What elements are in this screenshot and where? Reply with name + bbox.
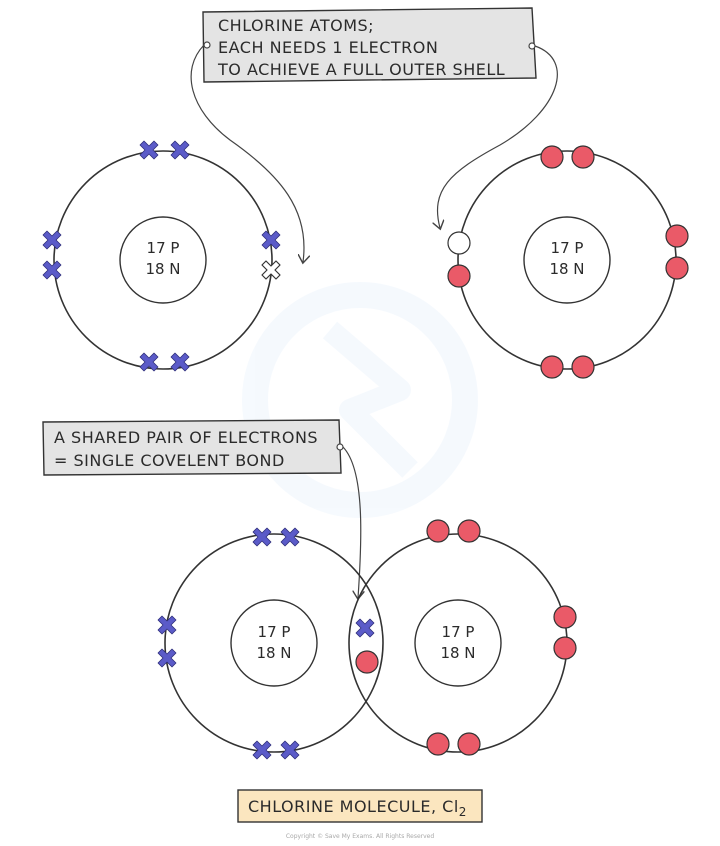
nucleus bbox=[119, 216, 207, 304]
callout-chlorine-atoms: CHLORINE ATOMS; EACH NEEDS 1 ELECTRON TO… bbox=[202, 7, 537, 83]
electron-dot bbox=[426, 732, 450, 756]
electron-cross bbox=[252, 740, 272, 760]
outer-shell bbox=[53, 150, 273, 370]
copyright-text: Copyright © Save My Exams. All Rights Re… bbox=[286, 833, 435, 840]
nucleus-neutrons: 18 N bbox=[145, 260, 180, 278]
electron-dot bbox=[540, 355, 564, 379]
electron-cross bbox=[280, 740, 300, 760]
electron-dot bbox=[665, 256, 689, 280]
atom-right: 17 P 18 N bbox=[447, 145, 689, 379]
molecule-right-protons: 17 P bbox=[442, 623, 475, 641]
callout-shared-arrow bbox=[336, 443, 361, 598]
electron-cross bbox=[157, 648, 177, 668]
electron-dot bbox=[571, 145, 595, 169]
molecule: 17 P 18 N 17 P 18 N bbox=[157, 519, 577, 760]
electron-cross bbox=[170, 352, 190, 372]
arrow-anchor-right bbox=[528, 42, 536, 50]
electron-dot bbox=[571, 355, 595, 379]
arrow-to-shared-pair bbox=[342, 446, 361, 598]
electron-cross bbox=[157, 615, 177, 635]
callout-shared-pair: A SHARED PAIR OF ELECTRONS = SINGLE COVE… bbox=[42, 419, 342, 476]
nucleus bbox=[523, 216, 611, 304]
arrow-to-right-atom bbox=[438, 45, 558, 228]
electron-cross bbox=[261, 230, 281, 250]
molecule-left-shell bbox=[164, 533, 384, 753]
electron-dot bbox=[355, 650, 379, 674]
electron-dot bbox=[447, 264, 471, 288]
callout-line-3: TO ACHIEVE A FULL OUTER SHELL bbox=[217, 60, 505, 79]
electron-dot bbox=[665, 224, 689, 248]
molecule-right-neutrons: 18 N bbox=[440, 644, 475, 662]
molecule-label: CHLORINE MOLECULE, Cl2 bbox=[237, 789, 483, 823]
callout-line-1: CHLORINE ATOMS; bbox=[218, 16, 374, 35]
electron-missing-dot bbox=[447, 231, 471, 255]
electron-dot bbox=[540, 145, 564, 169]
atom-left: 17 P 18 N bbox=[42, 140, 281, 372]
molecule-right-nucleus bbox=[414, 599, 502, 687]
electron-dot bbox=[553, 636, 577, 660]
electron-cross bbox=[42, 230, 62, 250]
callout-line-2: EACH NEEDS 1 ELECTRON bbox=[218, 38, 438, 57]
molecule-label-text: CHLORINE MOLECULE, Cl2 bbox=[248, 797, 467, 819]
electron-cross bbox=[139, 352, 159, 372]
electron-cross bbox=[139, 140, 159, 160]
callout-shared-line-2: = SINGLE COVELENT BOND bbox=[54, 451, 285, 470]
nucleus-protons: 17 P bbox=[147, 239, 180, 257]
electron-cross bbox=[42, 260, 62, 280]
electron-dot bbox=[457, 519, 481, 543]
molecule-left-neutrons: 18 N bbox=[256, 644, 291, 662]
nucleus-protons: 17 P bbox=[551, 239, 584, 257]
arrow-anchor-left bbox=[203, 41, 211, 49]
arrow-anchor-shared bbox=[336, 443, 344, 451]
electron-cross bbox=[170, 140, 190, 160]
nucleus-neutrons: 18 N bbox=[549, 260, 584, 278]
callout-arrows bbox=[190, 41, 558, 262]
electron-cross bbox=[252, 527, 272, 547]
electron-dot bbox=[457, 732, 481, 756]
electron-cross bbox=[355, 618, 375, 638]
molecule-left-nucleus bbox=[230, 599, 318, 687]
arrow-to-left-atom bbox=[190, 44, 304, 262]
molecule-left-protons: 17 P bbox=[258, 623, 291, 641]
electron-cross bbox=[280, 527, 300, 547]
electron-missing-cross bbox=[261, 260, 281, 280]
electron-dot bbox=[426, 519, 450, 543]
callout-shared-line-1: A SHARED PAIR OF ELECTRONS bbox=[54, 428, 318, 447]
electron-dot bbox=[553, 605, 577, 629]
